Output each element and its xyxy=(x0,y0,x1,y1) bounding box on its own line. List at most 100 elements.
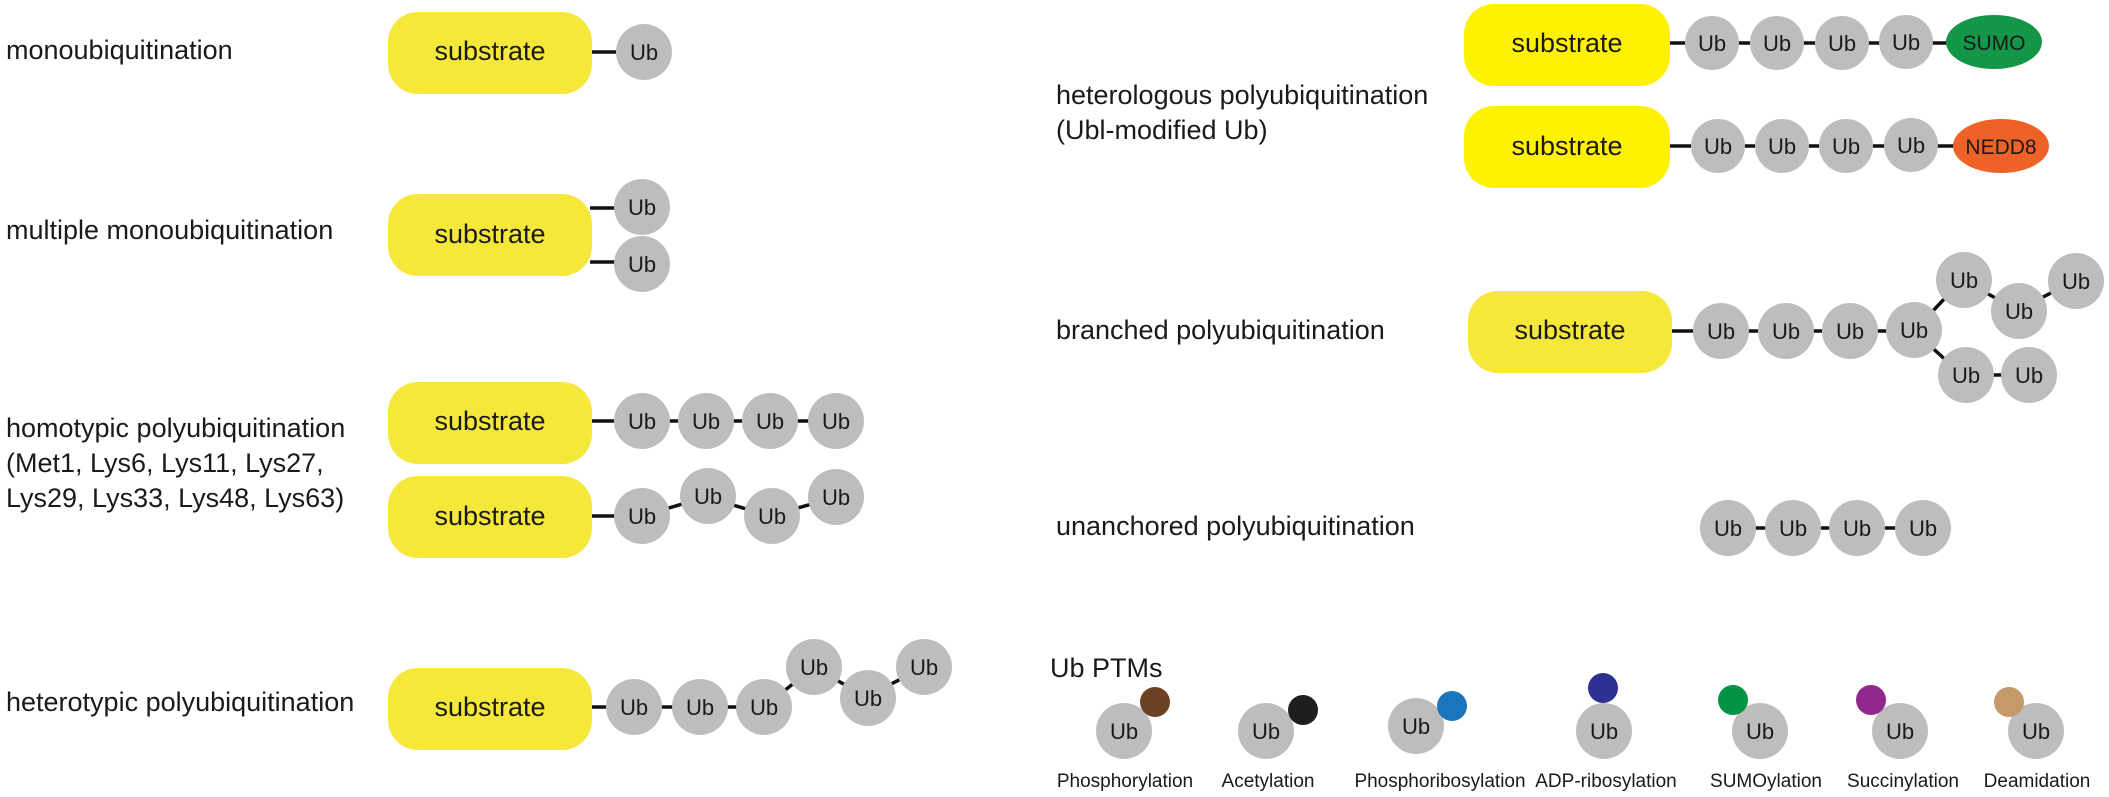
phosphate-marker xyxy=(1140,687,1170,717)
ub-circle xyxy=(1750,16,1804,70)
ub-circle xyxy=(2008,703,2064,759)
ptm-deamidation: Ub Deamidation xyxy=(1984,687,2090,792)
ub-label: Ub xyxy=(822,409,850,434)
ub-label: Ub xyxy=(1252,719,1280,744)
ub-label: Ub xyxy=(1892,30,1920,55)
ub-label: Ub xyxy=(1746,719,1774,744)
ub-label: Ub xyxy=(1772,319,1800,344)
ub-circle xyxy=(1758,303,1814,359)
ub-label: Ub xyxy=(1832,134,1860,159)
substrate-label: substrate xyxy=(434,219,545,249)
ub-circle xyxy=(1879,15,1933,69)
ub-label: Ub xyxy=(758,504,786,529)
ub-circle xyxy=(1829,500,1885,556)
substrate-block xyxy=(388,476,592,558)
homotypic-linear-chain-diagram: substrate Ub Ub Ub Ub xyxy=(388,382,864,464)
ub-circle xyxy=(1819,119,1873,173)
ub-circle xyxy=(678,393,734,449)
ptm-acetylation: Ub Acetylation xyxy=(1222,695,1318,792)
ub-circle xyxy=(2048,253,2104,309)
ub-label: Ub xyxy=(692,409,720,434)
sumo-modified-chain-diagram: substrate Ub Ub Ub Ub SUMO xyxy=(1464,4,2042,86)
phosphoribose-marker xyxy=(1437,691,1467,721)
ub-circle xyxy=(614,393,670,449)
branched-chain-diagram: substrate Ub Ub Ub Ub Ub Ub Ub Ub Ub xyxy=(1468,252,2104,403)
label-homotypic-line3: Lys29, Lys33, Lys48, Lys63) xyxy=(6,483,344,513)
ub-circle xyxy=(614,236,670,292)
ub-circle xyxy=(1388,698,1444,754)
ub-label: Ub xyxy=(910,655,938,680)
ub-circle xyxy=(1576,703,1632,759)
substrate-label: substrate xyxy=(1511,131,1622,161)
label-multiple-monoubiquitination: multiple monoubiquitination xyxy=(6,215,333,245)
sumo-marker xyxy=(1718,685,1748,715)
substrate-block xyxy=(1468,291,1672,373)
ub-circle xyxy=(1765,500,1821,556)
ub-circle xyxy=(1815,16,1869,70)
substrate-block xyxy=(388,382,592,464)
ub-circle xyxy=(1938,347,1994,403)
ub-circle xyxy=(1700,500,1756,556)
ub-circle xyxy=(808,469,864,525)
label-heterologous-line1: heterologous polyubiquitination xyxy=(1056,80,1428,110)
ub-label: Ub xyxy=(1900,318,1928,343)
substrate-block xyxy=(388,194,592,276)
ub-circle xyxy=(1096,703,1152,759)
substrate-label: substrate xyxy=(434,692,545,722)
substrate-label: substrate xyxy=(434,406,545,436)
label-branched: branched polyubiquitination xyxy=(1056,315,1385,345)
ub-label: Ub xyxy=(800,655,828,680)
ub-label: Ub xyxy=(1763,31,1791,56)
ub-label: Ub xyxy=(822,485,850,510)
ub-circle xyxy=(742,393,798,449)
ptm-phosphoribosylation: Ub Phosphoribosylation xyxy=(1354,691,1526,792)
ub-circle xyxy=(786,639,842,695)
nedd8-label: NEDD8 xyxy=(1965,136,2036,159)
ub-label: Ub xyxy=(854,686,882,711)
homotypic-zigzag-chain-diagram: substrate Ub Ub Ub Ub xyxy=(388,468,864,558)
ub-label: Ub xyxy=(628,252,656,277)
ub-circle xyxy=(1691,119,1745,173)
ub-circle xyxy=(1884,118,1938,172)
ub-circle xyxy=(744,488,800,544)
ub-label: Ub xyxy=(2005,299,2033,324)
ub-label: Ub xyxy=(2062,269,2090,294)
sumo-label: SUMO xyxy=(1963,32,2026,55)
ub-label: Ub xyxy=(686,695,714,720)
ub-label: Ub xyxy=(1843,516,1871,541)
ub-circle xyxy=(1693,303,1749,359)
ub-label: Ub xyxy=(1714,516,1742,541)
substrate-label: substrate xyxy=(434,501,545,531)
ub-label: Ub xyxy=(1402,714,1430,739)
monoubiquitination-diagram: substrate Ub xyxy=(388,12,672,94)
substrate-block xyxy=(388,668,592,750)
ptm-caption: ADP-ribosylation xyxy=(1535,771,1677,792)
ub-circle xyxy=(672,679,728,735)
ub-circle xyxy=(614,179,670,235)
ub-label: Ub xyxy=(1704,134,1732,159)
label-unanchored: unanchored polyubiquitination xyxy=(1056,511,1415,541)
ub-label: Ub xyxy=(750,695,778,720)
ub-circle xyxy=(2001,347,2057,403)
heterotypic-chain-diagram: substrate Ub Ub Ub Ub Ub Ub xyxy=(388,639,952,750)
ub-label: Ub xyxy=(1950,268,1978,293)
ub-circle xyxy=(1732,703,1788,759)
ub-label: Ub xyxy=(630,40,658,65)
deamidation-marker xyxy=(1994,687,2024,717)
ub-label: Ub xyxy=(1836,319,1864,344)
label-homotypic-line2: (Met1, Lys6, Lys11, Lys27, xyxy=(6,448,324,478)
ub-circle xyxy=(1755,119,1809,173)
ptm-succinylation: Ub Succinylation xyxy=(1847,685,1959,792)
ub-circle xyxy=(616,24,672,80)
succinyl-marker xyxy=(1856,685,1886,715)
multiple-monoubiquitination-diagram: substrate Ub Ub xyxy=(388,179,670,292)
ptm-phosphorylation: Ub Phosphorylation xyxy=(1057,687,1193,792)
ub-label: Ub xyxy=(1768,134,1796,159)
unanchored-chain-diagram: Ub Ub Ub Ub xyxy=(1700,500,1951,556)
ub-label: Ub xyxy=(2015,363,2043,388)
ub-label: Ub xyxy=(1779,516,1807,541)
ub-label: Ub xyxy=(1590,719,1618,744)
ub-label: Ub xyxy=(1886,719,1914,744)
ub-circle xyxy=(614,488,670,544)
